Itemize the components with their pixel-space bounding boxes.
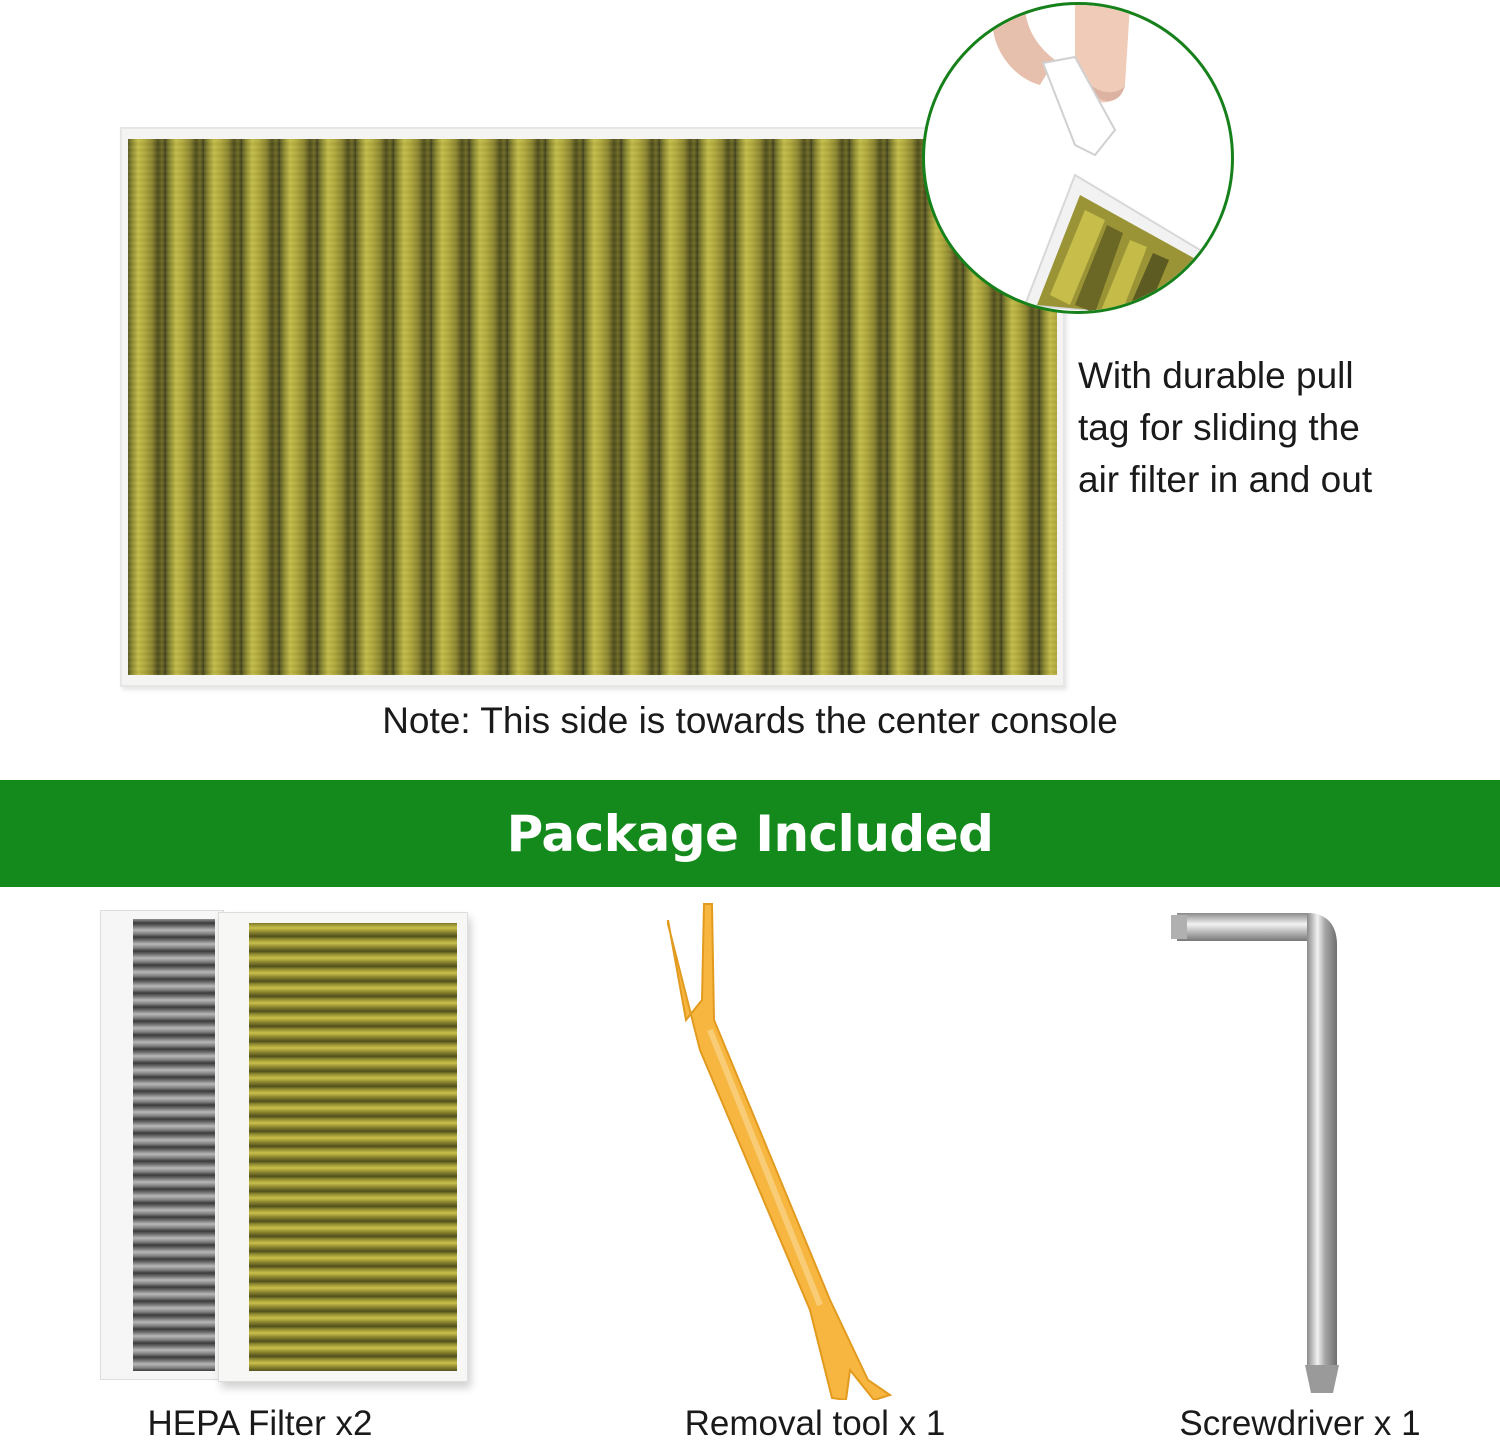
main-filter-image (120, 127, 1065, 687)
pull-tag-caption: With durable pull tag for sliding the ai… (1078, 355, 1373, 500)
item-label-removal-tool: Removal tool x 1 (684, 1404, 946, 1443)
carbon-filter-media (133, 919, 215, 1371)
hepa-filter-media (249, 923, 457, 1371)
package-banner-title: Package Included (506, 804, 994, 863)
hepa-filter-back-image (100, 910, 224, 1380)
filter-media-pleats (128, 139, 1057, 675)
orientation-note: Note: This side is towards the center co… (382, 700, 1118, 741)
item-label-screwdriver: Screwdriver x 1 (1179, 1404, 1421, 1443)
screwdriver-image (1171, 913, 1339, 1393)
item-label-hepa-filter: HEPA Filter x2 (147, 1404, 373, 1443)
pull-tag-illustration (992, 5, 1227, 311)
package-banner: Package Included (0, 780, 1500, 887)
removal-tool-image (667, 903, 893, 1400)
hepa-filter-front-image (218, 912, 468, 1382)
pull-tag-inset-circle (922, 2, 1234, 314)
